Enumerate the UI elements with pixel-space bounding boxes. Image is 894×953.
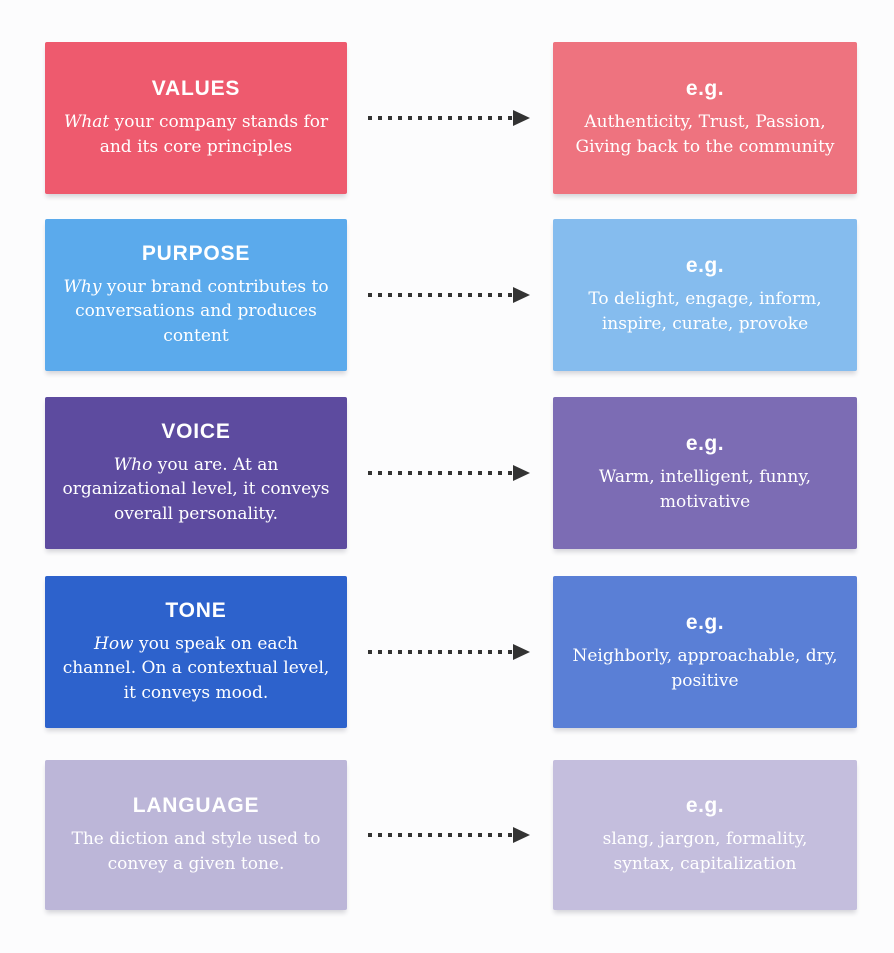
concept-title: TONE bbox=[165, 598, 227, 622]
concept-description-rest: you are. At an organizational level, it … bbox=[62, 454, 330, 524]
row-tone: TONE How you speak on each channel. On a… bbox=[0, 576, 894, 728]
dotted-arrow bbox=[368, 465, 530, 481]
example-label: e.g. bbox=[685, 431, 725, 455]
concept-description-rest: you speak on each channel. On a contextu… bbox=[62, 633, 330, 703]
arrow-dots bbox=[368, 471, 512, 475]
concept-description-lead: What bbox=[63, 111, 110, 132]
concept-title: VOICE bbox=[161, 419, 231, 443]
concept-description-lead: How bbox=[94, 633, 134, 654]
concept-description: What your company stands for and its cor… bbox=[59, 110, 333, 159]
dotted-arrow bbox=[368, 644, 530, 660]
dotted-arrow bbox=[368, 287, 530, 303]
concept-description-rest: your brand contributes to conversations … bbox=[75, 276, 329, 346]
arrow-dots bbox=[368, 833, 512, 837]
arrow-head-icon bbox=[513, 110, 530, 126]
concept-description: How you speak on each channel. On a cont… bbox=[59, 632, 333, 706]
example-card-tone: e.g. Neighborly, approachable, dry, posi… bbox=[553, 576, 857, 728]
concept-title: PURPOSE bbox=[141, 241, 251, 265]
arrow-head-icon bbox=[513, 465, 530, 481]
concept-description: The diction and style used to convey a g… bbox=[59, 827, 333, 876]
row-language: LANGUAGE The diction and style used to c… bbox=[0, 760, 894, 910]
example-card-voice: e.g. Warm, intelligent, funny, motivativ… bbox=[553, 397, 857, 549]
arrow-head-icon bbox=[513, 827, 530, 843]
arrow-dots bbox=[368, 116, 512, 120]
example-text: Neighborly, approachable, dry, positive bbox=[572, 645, 838, 691]
example-text: To delight, engage, inform, inspire, cur… bbox=[588, 288, 822, 334]
example-label: e.g. bbox=[685, 76, 725, 100]
row-voice: VOICE Who you are. At an organizational … bbox=[0, 397, 894, 549]
arrow-head-icon bbox=[513, 287, 530, 303]
concept-description-rest: your company stands for and its core pri… bbox=[99, 111, 329, 157]
concept-description-lead: Who bbox=[113, 454, 153, 475]
concept-title: LANGUAGE bbox=[132, 793, 260, 817]
concept-description-lead: Why bbox=[63, 276, 102, 297]
example-card-values: e.g. Authenticity, Trust, Passion, Givin… bbox=[553, 42, 857, 194]
example-label: e.g. bbox=[685, 793, 725, 817]
concept-card-tone: TONE How you speak on each channel. On a… bbox=[45, 576, 347, 728]
concept-title: VALUES bbox=[151, 76, 241, 100]
concept-card-voice: VOICE Who you are. At an organizational … bbox=[45, 397, 347, 549]
dotted-arrow bbox=[368, 110, 530, 126]
concept-description: Who you are. At an organizational level,… bbox=[59, 453, 333, 527]
arrow-dots bbox=[368, 650, 512, 654]
example-card-purpose: e.g. To delight, engage, inform, inspire… bbox=[553, 219, 857, 371]
example-text: Warm, intelligent, funny, motivative bbox=[598, 466, 812, 512]
concept-card-language: LANGUAGE The diction and style used to c… bbox=[45, 760, 347, 910]
row-purpose: PURPOSE Why your brand contributes to co… bbox=[0, 219, 894, 371]
row-values: VALUES What your company stands for and … bbox=[0, 42, 894, 194]
example-label: e.g. bbox=[685, 253, 725, 277]
dotted-arrow bbox=[368, 827, 530, 843]
arrow-dots bbox=[368, 293, 512, 297]
example-text: Authenticity, Trust, Passion, Giving bac… bbox=[575, 111, 835, 157]
example-text: slang, jargon, formality, syntax, capita… bbox=[602, 828, 808, 874]
concept-description: Why your brand contributes to conversati… bbox=[59, 275, 333, 349]
concept-card-values: VALUES What your company stands for and … bbox=[45, 42, 347, 194]
concept-description-rest: The diction and style used to convey a g… bbox=[71, 828, 321, 874]
arrow-head-icon bbox=[513, 644, 530, 660]
concept-card-purpose: PURPOSE Why your brand contributes to co… bbox=[45, 219, 347, 371]
example-label: e.g. bbox=[685, 610, 725, 634]
example-card-language: e.g. slang, jargon, formality, syntax, c… bbox=[553, 760, 857, 910]
